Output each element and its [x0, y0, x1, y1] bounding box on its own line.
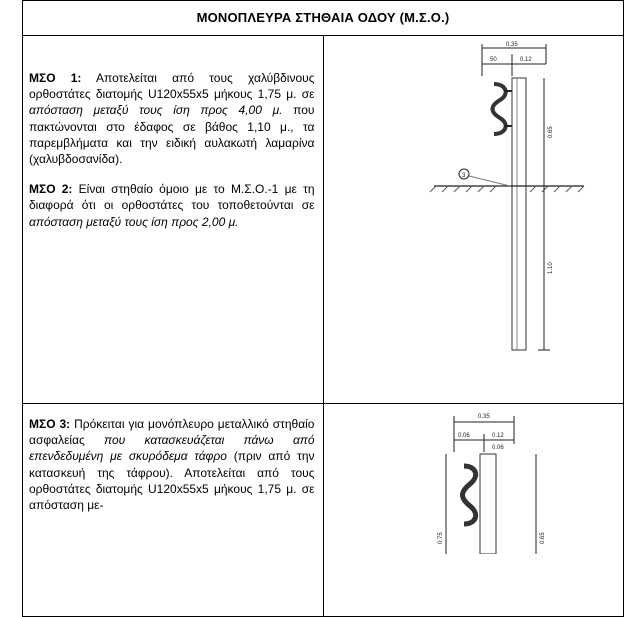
dim2-top-label: 0.35	[478, 414, 490, 420]
dim-b-label: 0.12	[520, 57, 532, 63]
ground-hatch	[430, 186, 584, 192]
barrier-post-drawing-2: 0.35 0.06 0.12 0.06 0.75 0.65	[324, 404, 639, 554]
dim2-b-label: 0.12	[492, 433, 504, 439]
mso2-paragraph: ΜΣΟ 2: Είναι στηθαίο όμοιο με το Μ.Σ.Ο.-…	[29, 181, 315, 230]
text-cell-row2: ΜΣΟ 3: Πρόκειται για μονόπλευρο μεταλλικ…	[23, 404, 324, 617]
mso2-text-1: Είναι στηθαίο όμοιο με το Μ.Σ.Ο.-1 με τη…	[29, 182, 315, 212]
dim2-right-label: 0.65	[540, 532, 546, 544]
mso3-paragraph: ΜΣΟ 3: Πρόκειται για μονόπλευρο μεταλλικ…	[29, 416, 315, 513]
guardrail-profile-2	[462, 466, 475, 524]
mso1-label: ΜΣΟ 1:	[29, 71, 81, 85]
table-header: ΜΟΝΟΠΛΕΥΡΑ ΣΤΗΘΑΙΑ ΟΔΟΥ (Μ.Σ.Ο.)	[23, 1, 624, 36]
post-upright	[512, 78, 526, 350]
dim-lower-label: 1.10	[548, 262, 554, 274]
mso2-italic: απόσταση μεταξύ τους ίση προς 2,00 μ.	[29, 215, 239, 229]
mso3-label: ΜΣΟ 3:	[29, 417, 70, 431]
drawing-cell-row1: 0.35 50 0.12 3 0.65 1.10	[323, 36, 624, 404]
page-title: ΜΟΝΟΠΛΕΥΡΑ ΣΤΗΘΑΙΑ ΟΔΟΥ (Μ.Σ.Ο.)	[197, 10, 450, 25]
mso1-italic: απόσταση μεταξύ τους ίση προς 4,00 μ.	[29, 103, 282, 117]
barrier-spec-table: ΜΟΝΟΠΛΕΥΡΑ ΣΤΗΘΑΙΑ ΟΔΟΥ (Μ.Σ.Ο.) ΜΣΟ 1: …	[22, 0, 624, 617]
marker-leader	[469, 176, 510, 186]
document-page: ΜΟΝΟΠΛΕΥΡΑ ΣΤΗΘΑΙΑ ΟΔΟΥ (Μ.Σ.Ο.) ΜΣΟ 1: …	[22, 0, 622, 518]
drawing-cell-row2: 0.35 0.06 0.12 0.06 0.75 0.65	[323, 404, 624, 617]
text-cell-row1: ΜΣΟ 1: Αποτελείται από τους χαλύβδινους …	[23, 36, 324, 404]
barrier-post-drawing-1: 0.35 50 0.12 3 0.65 1.10	[324, 36, 639, 368]
mso2-label: ΜΣΟ 2:	[29, 182, 72, 196]
dim-upper-label: 0.65	[548, 126, 554, 138]
dim2-a-label: 0.06	[458, 433, 470, 439]
dim-top-label: 0.35	[506, 42, 518, 48]
dim-a-label: 50	[490, 57, 497, 63]
dim2-c-label: 0.06	[492, 445, 504, 451]
mso1-paragraph: ΜΣΟ 1: Αποτελείται από τους χαλύβδινους …	[29, 70, 315, 167]
guardrail-profile	[492, 84, 505, 134]
marker-label: 3	[462, 173, 466, 179]
dim2-left-label: 0.75	[438, 532, 444, 544]
post-upright-2	[480, 454, 496, 554]
